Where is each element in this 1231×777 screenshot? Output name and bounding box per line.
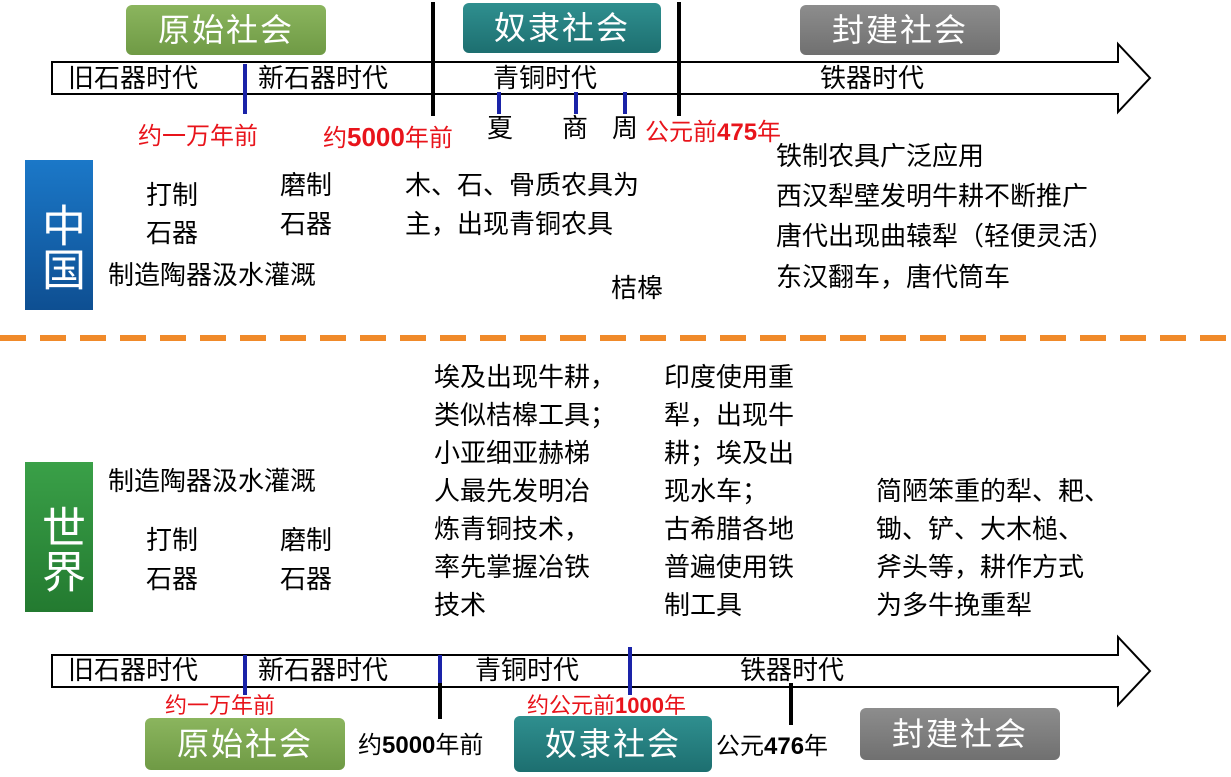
china-marker-5000-num: 5000 xyxy=(347,122,405,152)
world-polished-line1: 磨制 xyxy=(280,526,333,556)
china-marker-475-suffix: 年 xyxy=(757,118,782,146)
world-badge-primitive: 原始社会 xyxy=(145,718,345,770)
world-col2-line: 犁，出现牛 xyxy=(664,401,795,431)
world-marker-10000: 约一万年前 xyxy=(165,694,276,719)
world-col1-line: 小亚细亚赫梯 xyxy=(434,439,591,469)
world-marker-476: 公元476年 xyxy=(716,726,828,761)
china-era-paleolithic: 旧石器时代 xyxy=(68,64,199,94)
world-col3-line: 简陋笨重的犁、耙、 xyxy=(876,477,1111,507)
world-tick-5000-blue xyxy=(438,655,442,685)
china-polished-line2: 石器 xyxy=(280,210,333,240)
china-iron-line4: 东汉翻车，唐代筒车 xyxy=(776,263,1011,293)
world-marker-5000-prefix: 约 xyxy=(358,731,382,759)
china-iron-line3: 唐代出现曲辕犁（轻便灵活） xyxy=(776,222,1115,252)
china-tick-xia xyxy=(497,92,501,114)
world-timeline-arrow xyxy=(51,634,1152,708)
china-badge-primitive: 原始社会 xyxy=(126,5,326,55)
world-marker-5000-num: 5000 xyxy=(382,732,436,759)
china-iron-line2: 西汉犁壁发明牛耕不断推广 xyxy=(776,182,1089,212)
world-era-iron: 铁器时代 xyxy=(740,656,845,686)
world-chipped-line1: 打制 xyxy=(146,526,199,556)
world-divider-5000 xyxy=(438,683,442,719)
china-jiegao: 桔槔 xyxy=(611,274,664,304)
china-tick-zhou xyxy=(623,92,627,114)
world-col1-line: 炼青铜技术， xyxy=(434,515,591,545)
world-col1-line: 埃及出现牛耕， xyxy=(434,363,617,393)
china-divider-475 xyxy=(677,2,681,116)
world-badge-feudal: 封建社会 xyxy=(860,708,1060,760)
world-col1: 埃及出现牛耕， 类似桔槔工具； 小亚细亚赫梯 人最先发明冶 炼青铜技术， 率先掌… xyxy=(434,359,616,625)
world-divider-476 xyxy=(789,683,793,725)
world-marker-476-suffix: 年 xyxy=(804,732,829,760)
world-marker-5000-suffix: 年前 xyxy=(435,731,484,759)
world-tick-10000 xyxy=(243,655,247,695)
world-marker-476-num: 476 xyxy=(764,733,805,760)
china-marker-5000-prefix: 约 xyxy=(323,124,347,152)
china-era-bronze: 青铜时代 xyxy=(493,64,598,94)
world-badge-slave: 奴隶社会 xyxy=(514,716,712,772)
china-divider-5000 xyxy=(431,2,435,116)
world-pottery: 制造陶器汲水灌溉 xyxy=(108,467,317,497)
world-col2-line: 耕；埃及出 xyxy=(664,439,795,469)
china-bronze-line2: 主，出现青铜农具 xyxy=(405,210,614,240)
world-marker-1000-prefix: 约公元前 xyxy=(527,694,616,719)
china-marker-5000: 约5000年前 xyxy=(323,118,453,153)
world-col2-line: 普遍使用铁 xyxy=(664,553,795,583)
china-marker-475-prefix: 公元前 xyxy=(645,118,717,146)
world-side-label: 世界 xyxy=(25,462,93,612)
world-col2-line: 印度使用重 xyxy=(664,363,795,393)
china-marker-475-num: 475 xyxy=(717,119,758,146)
china-dynasty-zhou: 周 xyxy=(612,114,639,144)
china-side-label: 中国 xyxy=(25,160,93,310)
china-era-neolithic: 新石器时代 xyxy=(258,64,389,94)
world-chipped-line2: 石器 xyxy=(146,565,199,595)
world-era-bronze: 青铜时代 xyxy=(475,656,580,686)
world-col1-line: 人最先发明冶 xyxy=(434,477,591,507)
china-marker-10000: 约一万年前 xyxy=(138,122,258,150)
world-marker-1000-num: 1000 xyxy=(615,693,664,718)
world-col1-line: 率先掌握冶铁 xyxy=(434,553,591,583)
world-col1-line: 技术 xyxy=(434,591,487,621)
china-badge-feudal: 封建社会 xyxy=(800,5,1000,55)
china-marker-5000-suffix: 年前 xyxy=(404,124,453,152)
world-era-neolithic: 新石器时代 xyxy=(258,656,389,686)
world-col1-line: 类似桔槔工具； xyxy=(434,401,617,431)
china-tick-10000 xyxy=(243,64,247,114)
world-col3-line: 锄、铲、大木槌、 xyxy=(876,515,1085,545)
world-marker-1000: 约公元前1000年 xyxy=(527,688,686,720)
china-dynasty-xia: 夏 xyxy=(487,114,514,144)
china-chipped-line2: 石器 xyxy=(146,219,199,249)
world-col3-line: 斧头等，耕作方式 xyxy=(876,553,1085,583)
world-col3-line: 为多牛挽重犁 xyxy=(876,591,1033,621)
world-marker-1000-suffix: 年 xyxy=(663,694,686,719)
world-col2: 印度使用重 犁，出现牛 耕；埃及出 现水车； 古希腊各地 普遍使用铁 制工具 xyxy=(664,359,794,625)
china-chipped-line1: 打制 xyxy=(146,181,199,211)
world-col3: 简陋笨重的犁、耙、 锄、铲、大木槌、 斧头等，耕作方式 为多牛挽重犁 xyxy=(876,473,1110,625)
china-dynasty-shang: 商 xyxy=(562,114,589,144)
china-badge-slave: 奴隶社会 xyxy=(463,3,661,53)
world-polished-line2: 石器 xyxy=(280,565,333,595)
china-bronze-line1: 木、石、骨质农具为 xyxy=(405,171,640,201)
china-tick-shang xyxy=(574,92,578,114)
world-marker-476-prefix: 公元 xyxy=(716,732,764,760)
world-marker-5000: 约5000年前 xyxy=(358,725,483,760)
world-era-paleolithic: 旧石器时代 xyxy=(68,656,199,686)
china-pottery: 制造陶器汲水灌溉 xyxy=(108,261,317,291)
world-tick-1000 xyxy=(628,647,632,695)
world-col2-line: 现水车； xyxy=(664,477,769,507)
china-marker-475: 公元前475年 xyxy=(645,112,781,147)
world-col2-line: 制工具 xyxy=(664,591,743,621)
china-timeline-arrow xyxy=(51,41,1152,115)
china-era-iron: 铁器时代 xyxy=(820,64,925,94)
china-polished-line1: 磨制 xyxy=(280,171,333,201)
world-col2-line: 古希腊各地 xyxy=(664,515,795,545)
china-iron-line1: 铁制农具广泛应用 xyxy=(776,142,985,172)
